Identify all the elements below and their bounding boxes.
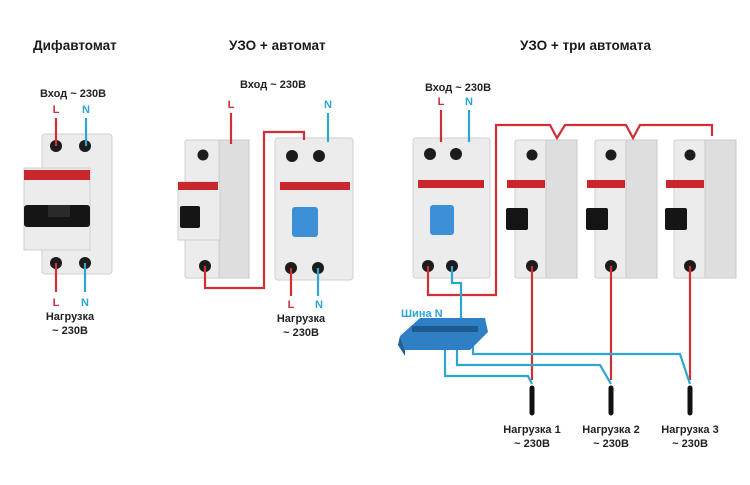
rcd-device	[274, 137, 354, 281]
load-voltage-1: ~ 230В	[514, 438, 550, 450]
neutral-wire	[450, 266, 463, 320]
input-label: Вход ~ 230В	[425, 82, 491, 94]
neutral-in-label: N	[82, 104, 90, 116]
section-title: УЗО + автомат	[229, 38, 326, 53]
phase-jumper-wire	[203, 130, 306, 290]
phase-out-label: L	[288, 299, 295, 311]
section-title: УЗО + три автомата	[520, 38, 652, 53]
terminal-icon	[526, 149, 538, 161]
lever-icon	[586, 208, 608, 230]
lever-icon	[292, 207, 318, 237]
load-label-2: Нагрузка 2	[582, 424, 639, 436]
phase-in-label: L	[53, 104, 60, 116]
terminal-icon	[450, 148, 462, 160]
neutral-out-label: N	[81, 297, 89, 309]
neutral-wire	[443, 345, 533, 385]
neutral-out-label: N	[315, 299, 323, 311]
section-rcd-three-breakers: УЗО + три автомата Вход ~ 230В L N	[398, 38, 737, 450]
neutral-bus-icon	[398, 318, 488, 356]
terminal-icon	[605, 149, 617, 161]
load-label: Нагрузка	[46, 311, 95, 323]
load-label-1: Нагрузка 1	[503, 424, 560, 436]
load-voltage: ~ 230В	[52, 325, 88, 337]
circuit-breaker-2	[586, 139, 658, 279]
load-voltage: ~ 230В	[283, 327, 319, 339]
phase-distribution-wire	[426, 123, 714, 297]
circuit-breaker-1	[506, 139, 578, 279]
neutral-in-label: N	[324, 99, 332, 111]
phase-out-label: L	[53, 297, 60, 309]
input-label: Вход ~ 230В	[240, 79, 306, 91]
terminal-icon	[424, 148, 436, 160]
neutral-bus-label: Шина N	[401, 308, 443, 320]
lever-icon	[506, 208, 528, 230]
circuit-breaker-3	[665, 139, 737, 279]
load-label: Нагрузка	[277, 313, 326, 325]
neutral-wire	[455, 340, 612, 385]
terminal-icon	[313, 150, 325, 162]
terminal-icon	[684, 149, 696, 161]
section-title: Дифавтомат	[33, 38, 117, 53]
terminal-icon	[286, 150, 298, 162]
lever-icon	[430, 205, 454, 235]
input-label: Вход ~ 230В	[40, 88, 106, 100]
load-voltage-2: ~ 230В	[593, 438, 629, 450]
terminal-icon	[197, 149, 209, 161]
neutral-in-label: N	[465, 96, 473, 108]
circuit-breaker-device	[177, 139, 250, 279]
phase-in-label: L	[228, 99, 235, 111]
lever-icon	[665, 208, 687, 230]
load-label-3: Нагрузка 3	[661, 424, 718, 436]
section-difavtomat: Дифавтомат Вход ~ 230В L N L N Нагрузка …	[23, 38, 117, 337]
section-rcd-breaker: УЗО + автомат Вход ~ 230В L N L N	[177, 38, 354, 339]
rcbo-device	[23, 133, 113, 275]
lever-icon	[180, 206, 200, 228]
phase-in-label: L	[438, 96, 445, 108]
load-voltage-3: ~ 230В	[672, 438, 708, 450]
rcd-device	[412, 137, 491, 279]
